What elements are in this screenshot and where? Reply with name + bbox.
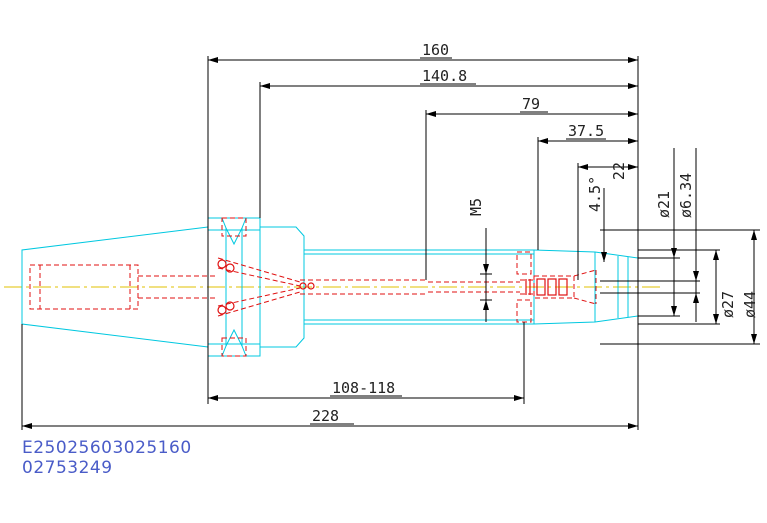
dim-108-118: 108-118 bbox=[332, 379, 395, 397]
dim-79: 79 bbox=[522, 95, 540, 113]
dim-dia21: ø21 bbox=[655, 191, 673, 218]
dim-22: 22 bbox=[610, 162, 628, 180]
part-number: E25025603025160 bbox=[22, 438, 192, 458]
dim-dia27: ø27 bbox=[719, 291, 737, 318]
arrowheads bbox=[22, 57, 757, 429]
order-number: 02753249 bbox=[22, 458, 113, 478]
red-details bbox=[217, 259, 568, 315]
tool-outline bbox=[21, 217, 639, 357]
dim-160: 160 bbox=[422, 41, 449, 59]
dim-dia6-34: ø6.34 bbox=[677, 173, 695, 218]
dim-37-5: 37.5 bbox=[568, 122, 604, 140]
dim-228: 228 bbox=[312, 407, 339, 425]
dim-m5: M5 bbox=[467, 198, 485, 216]
dim-angle: 4.5° bbox=[586, 176, 604, 212]
dim-dia44: ø44 bbox=[741, 291, 759, 318]
dimension-lines bbox=[21, 56, 760, 430]
hidden-lines bbox=[29, 217, 597, 357]
dim-140-8: 140.8 bbox=[422, 67, 467, 85]
